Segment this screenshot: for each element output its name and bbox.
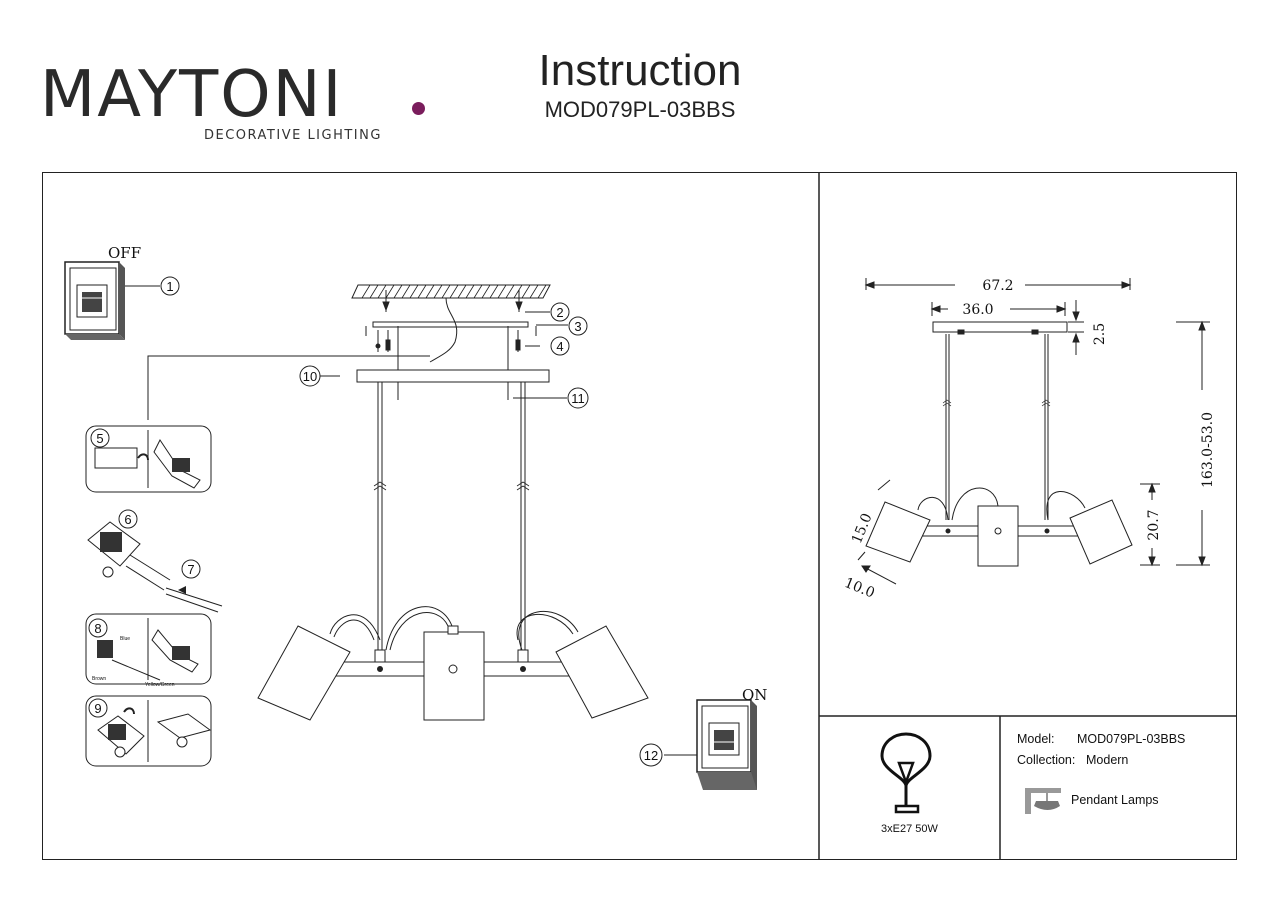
- instruction-frame: [42, 172, 1237, 860]
- supply-cable: [429, 297, 458, 363]
- step-marker-6: [118, 509, 138, 529]
- document-title: Instruction: [538, 46, 742, 95]
- step-marker-7: [181, 559, 201, 579]
- step-marker-8: [88, 618, 108, 638]
- mounting-bracket: [372, 321, 529, 328]
- mounting-screws: [365, 326, 537, 400]
- bulb-spec: 3xE27 50W: [881, 823, 938, 835]
- dim-total-height: 163.0-53.0: [1200, 412, 1216, 488]
- switch-on-label: ON: [742, 686, 767, 704]
- switch-off-icon: [64, 261, 125, 340]
- step-number-10: 10: [303, 369, 317, 384]
- step-5-panel: [85, 425, 212, 493]
- suspension-cables: [373, 382, 530, 655]
- ceiling-hatch: [351, 284, 551, 299]
- dim-shade-diameter: 10.0: [842, 575, 877, 602]
- bulb-icon: [880, 732, 932, 814]
- model-value: MOD079PL-03BBS: [1077, 732, 1186, 746]
- step-number-2: 2: [556, 305, 563, 320]
- step-7-wire: [165, 586, 223, 613]
- model-code: MOD079PL-03BBS: [544, 97, 736, 122]
- step-number-5: 5: [96, 431, 103, 446]
- step-number-7: 7: [187, 562, 194, 577]
- brand-logo: MAYTONI DECORATIVE LIGHTING: [40, 50, 425, 150]
- dim-body-height: 20.7: [1146, 509, 1162, 540]
- step-8-panel: [85, 613, 212, 685]
- step-marker-3: [568, 316, 588, 336]
- logo-dot: [412, 102, 425, 115]
- brand-name: MAYTONI: [40, 58, 344, 132]
- dim-canopy-height: 2.5: [1092, 323, 1108, 345]
- step-number-3: 3: [574, 319, 581, 334]
- pendant-lamp-icon: [1025, 788, 1061, 814]
- step-marker-1: [160, 276, 180, 296]
- brand-tagline: DECORATIVE LIGHTING: [204, 128, 382, 143]
- step-number-9: 9: [94, 701, 101, 716]
- collection-label: Collection:: [1017, 753, 1076, 767]
- step-marker-12: [639, 743, 663, 767]
- model-label: Model:: [1017, 732, 1055, 746]
- step-marker-10: [299, 365, 321, 387]
- step-9-panel: [85, 695, 212, 767]
- step-number-1: 1: [166, 279, 173, 294]
- ceiling-screws: [382, 290, 523, 312]
- collection-value: Modern: [1086, 753, 1129, 767]
- step-marker-4: [550, 336, 570, 356]
- dim-canopy-width: 36.0: [962, 302, 993, 318]
- dim-total-width: 67.2: [982, 278, 1013, 294]
- wiring-leader: [147, 355, 430, 420]
- step-number-6: 6: [124, 512, 131, 527]
- step-marker-2: [550, 302, 570, 322]
- step-marker-9: [88, 698, 108, 718]
- pendant-fixture: [257, 606, 649, 721]
- wire-label-brown: Brown: [92, 676, 106, 682]
- step-marker-11: [567, 387, 589, 409]
- dimension-drawing: [857, 278, 1210, 585]
- step-number-4: 4: [556, 339, 563, 354]
- canopy: [356, 369, 550, 383]
- document-header: Instruction MOD079PL-03BBS: [500, 46, 780, 124]
- step-number-11: 11: [571, 391, 585, 406]
- switch-off-label: OFF: [108, 244, 141, 262]
- wire-label-yellow-green: Yellow/Green: [145, 682, 175, 688]
- step-number-12: 12: [644, 748, 658, 763]
- wire-label-blue: Blue: [120, 636, 130, 642]
- category-label: Pendant Lamps: [1071, 793, 1159, 807]
- step-number-8: 8: [94, 621, 101, 636]
- step-6-connector: [87, 521, 171, 591]
- step-marker-5: [90, 428, 110, 448]
- switch-on-icon: [696, 699, 757, 790]
